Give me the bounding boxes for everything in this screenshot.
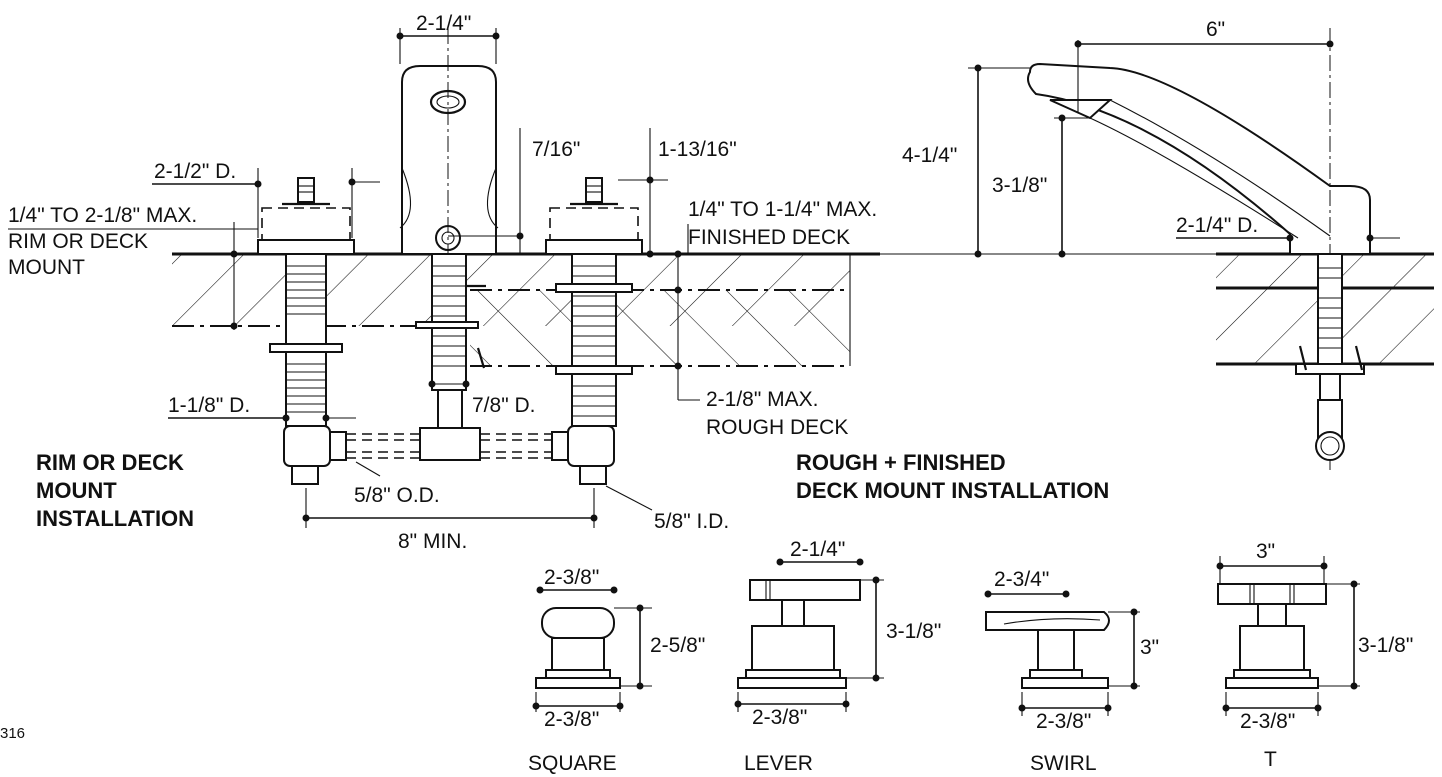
page-number: 316 — [0, 725, 25, 742]
right-valve — [476, 177, 643, 485]
spout-width-label: 2-1/4" — [416, 12, 471, 35]
handle-t-name: T — [1264, 748, 1277, 771]
handle-square-name: SQUARE — [528, 752, 617, 775]
handle-lever-name: LEVER — [744, 752, 813, 775]
side-spout-height-label: 4-1/4" — [902, 144, 957, 167]
handle-square-height: 2-5/8" — [650, 634, 705, 657]
spout-tube-diameter-label: 7/8" D. — [472, 394, 535, 417]
left-valve — [257, 177, 355, 485]
handle-swirl-height: 3" — [1140, 636, 1159, 659]
finished-deck-line1: 1/4" TO 1-1/4" MAX. — [688, 198, 877, 221]
rough-finished-title-line2: DECK MOUNT INSTALLATION — [796, 478, 1109, 503]
rim-deck-mount-line1: 1/4" TO 2-1/8" MAX. — [8, 204, 197, 227]
handle-lever-height: 3-1/8" — [886, 620, 941, 643]
supply-od-label: 5/8" O.D. — [354, 484, 440, 507]
handle-swirl: 2-3/4" 3" 2-3/8" SWIRL — [984, 568, 1159, 775]
side-spout-clearance-label: 3-1/8" — [992, 174, 1047, 197]
handle-lever-top-width: 2-1/4" — [790, 538, 845, 561]
rough-deck-line1: 2-1/8" MAX. — [706, 388, 819, 411]
side-spout-reach-label: 6" — [1206, 18, 1225, 41]
side-view: 6" 4-1/4" 3-1/8" 2-1/4" D. — [858, 18, 1434, 470]
side-spout-base-label: 2-1/4" D. — [1176, 214, 1258, 237]
center-spacing-label: 8" MIN. — [398, 530, 467, 553]
finished-deck-line2: FINISHED DECK — [688, 226, 850, 249]
rough-deck-line2: ROUGH DECK — [706, 416, 848, 439]
rim-deck-title-line1: RIM OR DECK — [36, 450, 184, 475]
handle-t-base-width: 2-3/8" — [1240, 710, 1295, 733]
rough-finished-title-line1: ROUGH + FINISHED — [796, 450, 1006, 475]
handle-lever-base-width: 2-3/8" — [752, 706, 807, 729]
handle-t-top-width: 3" — [1256, 540, 1275, 563]
valve-height-label: 1-13/16" — [658, 138, 737, 161]
spout-offset-label: 7/16" — [532, 138, 580, 161]
supply-lines — [346, 433, 552, 459]
handle-t: 3" 3-1/8" 2-3/8" T — [1216, 540, 1413, 771]
rim-deck-mount-line3: MOUNT — [8, 256, 85, 279]
rim-deck-mount-line2: RIM OR DECK — [8, 230, 148, 253]
rim-deck-title-line3: INSTALLATION — [36, 506, 194, 531]
handle-lever: 2-1/4" 3-1/8" 2-3/8" LEVER — [734, 538, 941, 775]
handle-swirl-top-width: 2-3/4" — [994, 568, 1049, 591]
left-dimensions: 2-1/4" 2-1/2" D. 1/4" TO 2-1/8" MAX. RIM… — [8, 12, 877, 553]
handle-diameter-label: 2-1/2" D. — [154, 160, 236, 183]
handle-square-base-width: 2-3/8" — [544, 708, 599, 731]
center-spout — [399, 28, 499, 461]
handle-t-height: 3-1/8" — [1358, 634, 1413, 657]
handle-square-top-width: 2-3/8" — [544, 566, 599, 589]
valve-diameter-label: 1-1/8" D. — [168, 394, 250, 417]
handle-swirl-base-width: 2-3/8" — [1036, 710, 1091, 733]
supply-id-label: 5/8" I.D. — [654, 510, 729, 533]
handle-swirl-name: SWIRL — [1030, 752, 1097, 775]
handle-square: 2-3/8" 2-5/8" 2-3/8" SQUARE — [528, 566, 705, 775]
rim-deck-title-line2: MOUNT — [36, 478, 117, 503]
